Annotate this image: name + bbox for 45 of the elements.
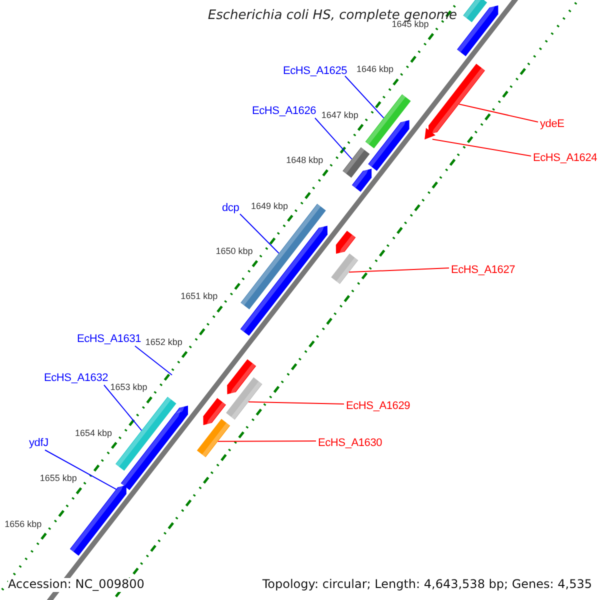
gene-bar — [226, 377, 262, 420]
gene-bar — [240, 204, 326, 310]
accession-text: Accession: NC_009800 — [8, 578, 144, 592]
leader-line — [432, 138, 532, 156]
scale-label: 1648 kbp — [286, 155, 324, 166]
gene-label: ydfJ — [29, 437, 48, 450]
scale-label: 1649 kbp — [250, 200, 288, 211]
gene-bar — [331, 254, 358, 284]
gene-label: ydeE — [540, 118, 564, 131]
leader-line — [44, 450, 117, 490]
gene-label: EcHS_A1631 — [77, 333, 142, 346]
genome-stats-text: Topology: circular; Length: 4,643,538 bp; Genes: 4,535 — [262, 578, 592, 592]
gene-label: EcHS_A1624 — [533, 152, 598, 165]
scale-label: 1650 kbp — [216, 246, 253, 256]
scale-label: 1656 kbp — [4, 518, 42, 529]
leader-line — [104, 384, 142, 431]
leader-line — [248, 401, 344, 404]
gene-label: EcHS_A1629 — [346, 400, 410, 413]
leader-line — [458, 104, 538, 122]
scale-label: 1652 kbp — [145, 336, 182, 348]
gene-bar — [428, 64, 485, 136]
gene-bar — [70, 483, 126, 556]
gene-label: EcHS_A1632 — [44, 372, 108, 385]
scale-label: 1647 kbp — [321, 110, 358, 120]
gene-bar — [365, 94, 411, 148]
scale-label: 1655 kbp — [40, 472, 77, 484]
gene-label: EcHS_A1625 — [283, 65, 348, 78]
leader-line — [240, 214, 280, 254]
leader-line — [348, 268, 450, 273]
leader-line — [217, 440, 316, 442]
gene-label: EcHS_A1627 — [451, 264, 516, 277]
scale-label: 1651 kbp — [180, 291, 218, 302]
leader-line — [344, 76, 384, 118]
scale-label: 1646 kbp — [356, 64, 394, 75]
gene-label: EcHS_A1626 — [252, 105, 316, 118]
scale-label: 1654 kbp — [75, 428, 112, 438]
leader-line — [134, 346, 172, 376]
gene-bar — [342, 147, 370, 178]
gene-label: dcp — [222, 202, 240, 215]
gene-bar — [196, 418, 230, 458]
gene-label: EcHS_A1630 — [318, 437, 382, 450]
gene-marker — [424, 128, 436, 140]
gene-bar — [116, 396, 176, 471]
leader-line — [314, 118, 352, 160]
scale-label: 1653 kbp — [110, 382, 148, 392]
